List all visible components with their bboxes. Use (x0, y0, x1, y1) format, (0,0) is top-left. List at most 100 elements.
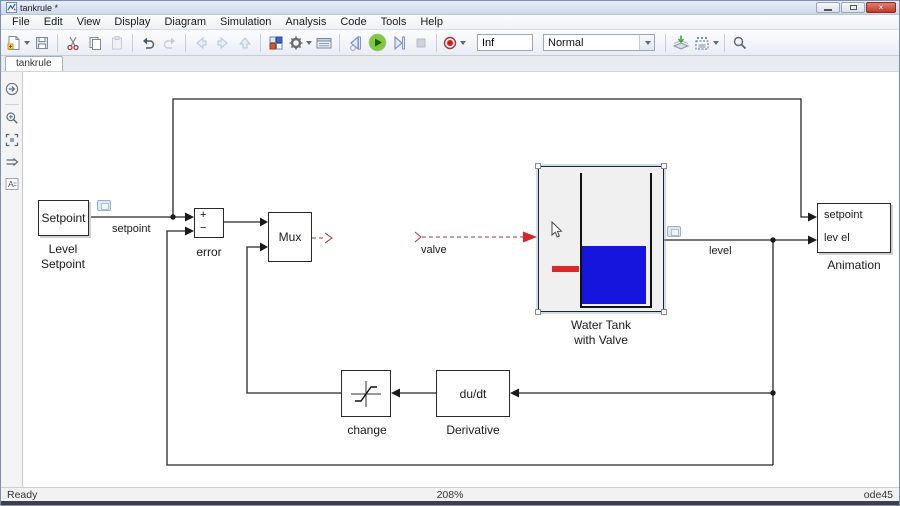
setpoint-branch-wire[interactable] (172, 98, 809, 218)
valve-arrow (523, 231, 537, 243)
setpoint-signal-label[interactable]: setpoint (112, 223, 151, 235)
setpoint-block[interactable]: Setpoint (38, 200, 89, 236)
level-feedback-wire[interactable] (166, 230, 773, 466)
minimize-button[interactable] (816, 2, 840, 13)
menu-file[interactable]: File (12, 15, 30, 28)
deploy-to-hardware-button[interactable] (671, 33, 691, 53)
back-button[interactable] (191, 33, 211, 53)
selection-handle[interactable] (661, 309, 667, 315)
signal-badge-icon[interactable] (97, 200, 111, 211)
back-icon (196, 36, 207, 49)
forward-button[interactable] (213, 33, 233, 53)
step-forward-button[interactable] (389, 33, 409, 53)
simulation-mode-select[interactable]: Normal (543, 34, 655, 51)
menu-edit[interactable]: Edit (43, 15, 63, 28)
menu-diagram[interactable]: Diagram (164, 15, 207, 28)
level-signal-label[interactable]: level (709, 245, 732, 257)
record-icon (443, 36, 457, 49)
svg-text:A: A (8, 179, 14, 189)
restore-button[interactable] (841, 2, 865, 13)
change-block-caption[interactable]: change (347, 423, 387, 437)
model-canvas[interactable]: Setpoint Level Setpoint setpoint + − err… (23, 72, 899, 487)
caption-line: Level (48, 242, 78, 256)
undo-button[interactable] (138, 33, 158, 53)
selection-handle[interactable] (535, 309, 541, 315)
change-to-mux-wire[interactable] (246, 246, 341, 394)
caption-line: Water Tank (570, 318, 632, 332)
model-settings-dropdown-icon (306, 40, 312, 45)
rate-limiter-icon (351, 380, 381, 407)
menu-analysis[interactable]: Analysis (285, 15, 327, 28)
derivative-block-caption[interactable]: Derivative (446, 423, 500, 437)
title-bar: tankrule * × (1, 1, 899, 15)
cut-button[interactable] (63, 33, 83, 53)
copy-button[interactable] (85, 33, 105, 53)
water-tank-block[interactable] (538, 166, 664, 312)
caption-line: Setpoint (40, 257, 86, 271)
sum-block[interactable]: + − (194, 208, 224, 238)
signal-badge-icon[interactable] (667, 226, 681, 237)
record-button[interactable] (442, 33, 466, 53)
valve-signal-label[interactable]: valve (421, 244, 447, 256)
model-settings-button[interactable] (288, 33, 312, 53)
close-icon: × (878, 2, 884, 12)
port-arrow (391, 388, 400, 398)
tank-water-level (582, 246, 646, 304)
redo-button[interactable] (160, 33, 180, 53)
redo-icon (163, 37, 175, 49)
simulation-mode-dropdown[interactable] (639, 35, 654, 50)
fit-view-button[interactable] (3, 131, 21, 149)
menu-tools[interactable]: Tools (380, 15, 407, 28)
save-button[interactable] (32, 33, 52, 53)
model-explorer-button[interactable] (314, 33, 334, 53)
cut-icon (67, 36, 79, 50)
selection-handle[interactable] (535, 163, 541, 169)
menu-display[interactable]: Display (114, 15, 151, 28)
step-forward-icon (394, 35, 405, 50)
run-button[interactable] (367, 33, 387, 53)
animation-block-caption[interactable]: Animation (827, 258, 881, 272)
stop-button[interactable] (411, 33, 431, 53)
library-browser-button[interactable] (266, 33, 286, 53)
zoom-button[interactable] (3, 109, 21, 127)
selection-handle[interactable] (661, 163, 667, 169)
port-arrow (260, 242, 268, 252)
model-tab[interactable]: tankrule (5, 56, 63, 71)
update-diagram-button[interactable] (693, 33, 719, 53)
mux-block[interactable]: Mux (268, 212, 312, 262)
menu-code[interactable]: Code (340, 15, 367, 28)
new-model-dropdown-icon (24, 40, 30, 45)
close-button[interactable]: × (866, 2, 896, 13)
up-button[interactable] (235, 33, 255, 53)
deploy-to-hardware-icon (672, 35, 690, 50)
annotation-icon: A (5, 178, 18, 190)
library-browser-icon (269, 36, 283, 49)
mouse-cursor-icon (551, 221, 563, 238)
signal-button[interactable] (3, 153, 21, 171)
sum-block-caption[interactable]: error (196, 245, 222, 259)
tank-wall (580, 173, 582, 308)
water-tank-caption[interactable]: Water Tank with Valve (541, 318, 661, 348)
menu-help[interactable]: Help (420, 15, 443, 28)
show-explorer-button[interactable] (3, 80, 21, 98)
menu-bar: File Edit View Display Diagram Simulatio… (1, 15, 899, 30)
find-button[interactable] (730, 33, 750, 53)
simulation-time-input[interactable] (477, 34, 533, 51)
annotation-button[interactable]: A (3, 175, 21, 193)
zoom-level: 208% (436, 489, 464, 501)
menu-simulation[interactable]: Simulation (220, 15, 272, 28)
derivative-block[interactable]: du/dt (436, 370, 510, 417)
tool-palette: A (1, 72, 23, 487)
animation-block[interactable]: setpoint lev el (817, 203, 891, 253)
tank-wall (580, 306, 652, 308)
signal-icon (6, 158, 18, 166)
paste-button[interactable] (107, 33, 127, 53)
step-back-button[interactable] (345, 33, 365, 53)
simulink-app-icon (6, 2, 17, 13)
copy-icon (89, 36, 101, 50)
menu-view[interactable]: View (76, 15, 101, 28)
new-model-button[interactable] (6, 33, 30, 53)
setpoint-block-caption[interactable]: Level Setpoint (23, 242, 103, 272)
change-block[interactable] (341, 370, 391, 417)
palette-separator (4, 104, 19, 105)
